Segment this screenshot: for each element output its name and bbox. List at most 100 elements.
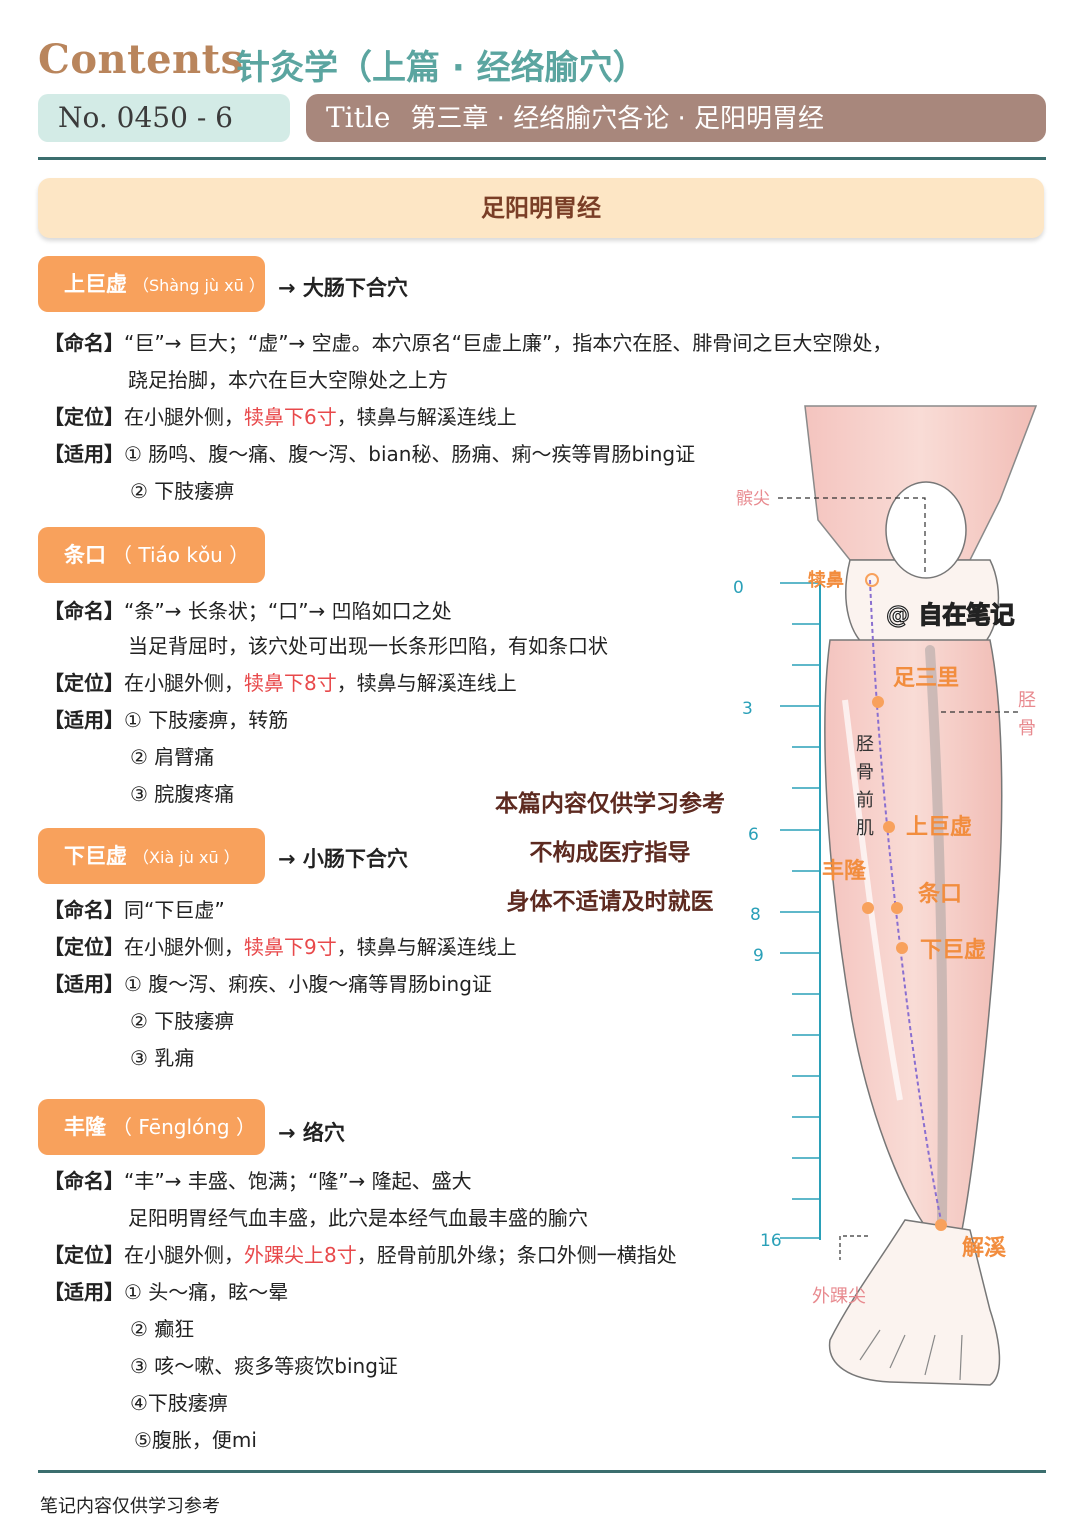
tibia-char: 骨 (1018, 718, 1036, 739)
usage-item: ④下肢痿痹 (130, 1391, 228, 1415)
point-name: 上巨虚 (64, 272, 127, 296)
naming-key: 【命名】 (44, 898, 124, 922)
location-line: 【定位】在小腿外侧，外踝尖上8寸，胫骨前肌外缘；条口外侧一横指处 (44, 1242, 677, 1268)
location-highlight: 犊鼻下6寸 (244, 405, 337, 429)
naming-line: 【命名】“巨”→ 巨大；“虚”→ 空虚。本穴原名“巨虚上廉”，指本穴在胫、腓骨间… (44, 330, 892, 356)
note-number: No. 0450 - 6 (38, 94, 290, 142)
usage-item: ② 癫狂 (130, 1317, 195, 1341)
point-note: → 小肠下合穴 (278, 847, 408, 871)
usage-key: 【适用】 (44, 1280, 124, 1304)
malleolus-callout (839, 1235, 868, 1260)
foot-shape (828, 1219, 1001, 1386)
location-line: 【定位】在小腿外侧，犊鼻下6寸，犊鼻与解溪连线上 (44, 404, 517, 430)
naming-key: 【命名】 (44, 599, 124, 623)
usage-item: ⑤腹胀，便mi (134, 1428, 257, 1452)
usage-item: ② 下肢痿痹 (130, 1009, 235, 1033)
location-key: 【定位】 (44, 671, 124, 695)
location-text-end: ，犊鼻与解溪连线上 (336, 405, 517, 429)
label-jiexi: 解溪 (962, 1235, 1007, 1261)
tibia-char: 胫 (1018, 690, 1036, 711)
disclaimer-line: 本篇内容仅供学习参考 (495, 791, 725, 817)
point-name: 条口 (64, 543, 106, 567)
naming-key: 【命名】 (44, 1169, 124, 1193)
label-xiajuxu: 下巨虚 (920, 937, 986, 963)
contents-title: Contents (38, 36, 244, 83)
tick-label: 3 (742, 699, 753, 719)
disclaimer-line: 不构成医疗指导 (529, 840, 691, 866)
naming-line-cont: 当足背屈时，该穴处可出现一长条形凹陷，有如条口状 (128, 634, 608, 658)
label-lateral-malleolus: 外踝尖 (812, 1286, 866, 1307)
location-key: 【定位】 (44, 1243, 124, 1267)
acupoint-tiaokou (891, 902, 903, 914)
tendon-line (842, 699, 903, 1101)
naming-text: “丰”→ 丰盛、饱满；“隆”→ 隆起、盛大 (124, 1169, 472, 1193)
section-banner: 足阳明胃经 (38, 178, 1044, 238)
tick-label: 9 (753, 946, 764, 966)
acupoint-zusanli (872, 696, 884, 708)
point-pinyin: （Xià jù xū ） (133, 848, 240, 867)
point-name: 下巨虚 (64, 844, 127, 868)
point-pinyin: （ Fēnglóng ） (112, 1115, 256, 1139)
tick-label: 0 (733, 578, 744, 598)
naming-line-cont: 跷足抬脚，本穴在巨大空隙处之上方 (128, 368, 448, 392)
usage-item: ③ 咳～嗽、痰多等痰饮bing证 (130, 1354, 398, 1378)
usage-item: ① 下肢痿痹，转筋 (124, 708, 289, 732)
location-key: 【定位】 (44, 405, 124, 429)
disclaimer-line: 身体不适请及时就医 (506, 889, 714, 915)
tick-label: 8 (750, 905, 761, 925)
acupoint-shangjuxu (883, 821, 895, 833)
location-key: 【定位】 (44, 935, 124, 959)
location-text: 在小腿外侧， (124, 671, 244, 695)
naming-line: 【命名】“丰”→ 丰盛、饱满；“隆”→ 隆起、盛大 (44, 1168, 472, 1194)
naming-text: “条”→ 长条状；“口”→ 凹陷如口之处 (124, 599, 452, 623)
usage-item: ② 肩臂痛 (130, 745, 215, 769)
acupoint-jiexi (935, 1219, 947, 1231)
location-text-end: ，犊鼻与解溪连线上 (336, 671, 517, 695)
toe-lines (859, 1329, 963, 1381)
leg-illustration: 0 3 6 8 9 16 髌尖 犊鼻 @ 自在笔记 足三里 胫骨 胫骨前肌 上巨… (733, 405, 1038, 1386)
usage-line: 【适用】① 头～痛，眩～晕 (44, 1279, 288, 1305)
point-tag-fenglong: 丰隆（ Fēnglóng ） (38, 1099, 265, 1155)
tibia-bone (925, 645, 948, 1225)
bottom-divider (38, 1470, 1046, 1473)
usage-item: ③ 脘腹疼痛 (130, 782, 235, 806)
footer-note: 笔记内容仅供学习参考 (40, 1496, 220, 1517)
watermark-logo: @ 自在笔记 (886, 601, 1014, 629)
title-label: Title (326, 101, 391, 134)
point-pinyin: （ Tiáo kǒu ） (112, 543, 250, 567)
location-line: 【定位】在小腿外侧，犊鼻下8寸，犊鼻与解溪连线上 (44, 670, 517, 696)
chapter-title: 第三章 · 经络腧穴各论 · 足阳明胃经 (410, 104, 825, 134)
location-line: 【定位】在小腿外侧，犊鼻下9寸，犊鼻与解溪连线上 (44, 934, 517, 960)
acupoint-dubi (865, 573, 879, 587)
usage-item: ① 腹～泻、痢疾、小腹～痛等胃肠bing证 (124, 972, 492, 996)
location-highlight: 犊鼻下8寸 (244, 671, 337, 695)
usage-line: 【适用】① 肠鸣、腹～痛、腹～泻、bian秘、肠痈、痢～疾等胃肠bing证 (44, 441, 695, 467)
label-tiaokou: 条口 (917, 881, 962, 907)
naming-line-cont: 足阳明胃经气血丰盛，此穴是本经气血最丰盛的腧穴 (128, 1206, 588, 1230)
label-zusanli: 足三里 (893, 666, 959, 691)
location-text: 在小腿外侧， (124, 1243, 244, 1267)
point-name: 丰隆 (64, 1115, 106, 1139)
point-note: → 大肠下合穴 (278, 276, 408, 300)
usage-key: 【适用】 (44, 708, 124, 732)
ruler-ticks (780, 582, 820, 1239)
point-note: → 络穴 (278, 1121, 345, 1145)
label-patella-apex: 髌尖 (736, 489, 770, 509)
point-pinyin: （Shàng jù xū ） (133, 276, 265, 295)
patella-apex-callout (778, 497, 926, 575)
chapter-title-bar: Title 第三章 · 经络腧穴各论 · 足阳明胃经 (306, 94, 1046, 142)
usage-line: 【适用】① 腹～泻、痢疾、小腹～痛等胃肠bing证 (44, 971, 492, 997)
point-tag-shangjuxu: 上巨虚 （Shàng jù xū ） (38, 256, 265, 312)
label-shangjuxu: 上巨虚 (906, 814, 972, 840)
naming-text: 同“下巨虚” (124, 898, 225, 922)
label-tibia: 胫骨 (1018, 690, 1036, 739)
usage-item: ② 下肢痿痹 (130, 479, 235, 503)
usage-item: ③ 乳痈 (130, 1046, 195, 1070)
usage-line: 【适用】① 下肢痿痹，转筋 (44, 707, 288, 733)
point-tag-tiaokou: 条口（ Tiáo kǒu ） (38, 527, 265, 583)
usage-item: ① 头～痛，眩～晕 (124, 1280, 289, 1304)
location-highlight: 犊鼻下9寸 (244, 935, 337, 959)
acupoint-fenglong (862, 902, 874, 914)
patella-shape (885, 481, 967, 579)
naming-line: 【命名】“条”→ 长条状；“口”→ 凹陷如口之处 (44, 598, 452, 624)
